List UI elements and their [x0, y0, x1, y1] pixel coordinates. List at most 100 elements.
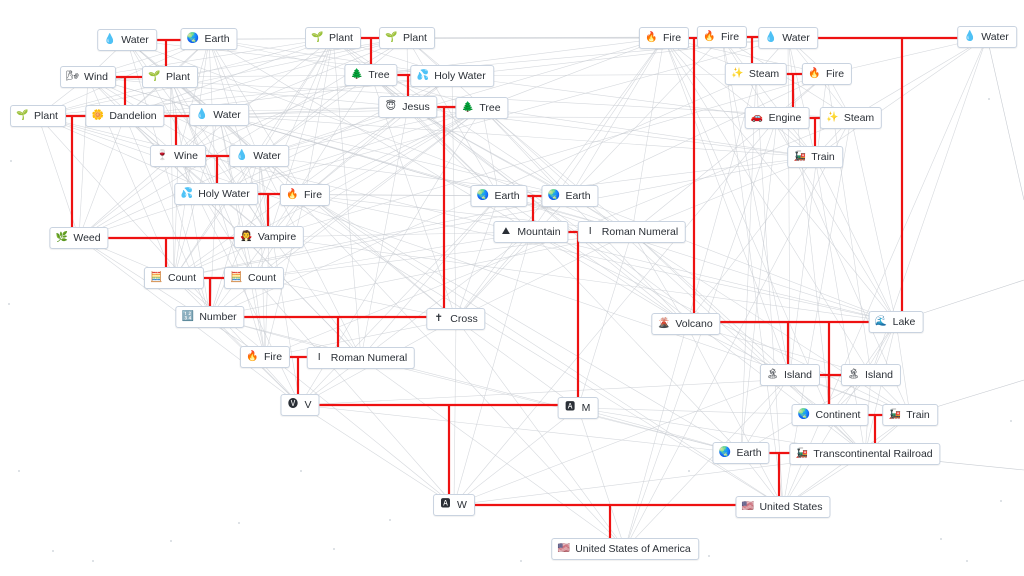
us-flag-icon: 🇺🇸: [557, 543, 570, 554]
letter-a-block-icon: 🅰: [440, 499, 451, 510]
element-node-v[interactable]: 🅥V: [280, 394, 320, 416]
connection-line: [455, 231, 633, 320]
element-label: Plant: [329, 32, 353, 44]
element-node-island1[interactable]: 🏝Island: [759, 364, 821, 386]
element-label: Volcano: [675, 318, 713, 330]
element-node-earth3[interactable]: 🌏Earth: [541, 185, 599, 207]
element-label: Fire: [720, 31, 740, 43]
element-node-count2[interactable]: 🧮 Count: [223, 267, 285, 289]
element-label: Weed: [73, 232, 101, 244]
connection-line: [895, 321, 911, 416]
background-dot: [688, 470, 690, 472]
element-node-wine[interactable]: 🍷Wine: [150, 145, 206, 167]
element-label: Number: [199, 311, 237, 323]
connection-line: [631, 231, 687, 325]
element-node-plant2[interactable]: 🌱Plant: [379, 27, 435, 49]
element-node-count1[interactable]: 🧮Count: [143, 267, 205, 289]
element-node-weed[interactable]: 🌿Weed: [49, 227, 109, 249]
element-node-train2[interactable]: 🚂Train: [882, 404, 938, 426]
element-node-water4[interactable]: 💧Water: [758, 27, 818, 49]
connection-line: [258, 74, 372, 157]
connection-line: [569, 37, 665, 197]
element-node-m[interactable]: 🅰M: [557, 397, 599, 419]
connection-line: [218, 37, 408, 116]
earth-globe-icon: 🌏: [718, 447, 732, 458]
element-node-dandelion[interactable]: 🌼Dandelion: [85, 105, 165, 127]
element-node-earth2[interactable]: 🌏Earth: [470, 185, 528, 207]
element-node-jesus[interactable]: 😇Jesus: [378, 96, 438, 118]
element-node-number[interactable]: 🔢Number: [175, 306, 245, 328]
background-dot: [940, 538, 942, 540]
connection-line: [721, 36, 816, 158]
element-label: Transcontinental Railroad: [813, 448, 933, 460]
element-node-mountain[interactable]: ⛰Mountain: [493, 221, 569, 243]
flower-icon: 🌼: [91, 110, 105, 121]
element-node-water3[interactable]: 💧Water: [229, 145, 289, 167]
element-node-plant3[interactable]: 🌱Plant: [142, 66, 198, 88]
element-node-steam1[interactable]: ✨Steam: [724, 63, 788, 85]
seedling-icon: 🌱: [16, 110, 29, 121]
element-node-earth1[interactable]: 🌏Earth: [180, 28, 238, 50]
connection-line: [258, 155, 362, 359]
element-node-fire1[interactable]: 🔥Fire: [279, 184, 331, 206]
element-node-water2[interactable]: 💧Water: [189, 104, 249, 126]
connection-line: [755, 73, 784, 508]
element-node-plant4[interactable]: 🌱Plant: [10, 105, 66, 127]
element-node-tree2[interactable]: 🌲Tree: [455, 97, 509, 119]
element-node-island2[interactable]: 🏝Island: [840, 364, 902, 386]
element-node-water1[interactable]: 💧Water: [97, 29, 157, 51]
connection-line: [264, 318, 457, 358]
element-node-continent[interactable]: 🌏Continent: [791, 404, 869, 426]
element-node-fire5[interactable]: 🔥Fire: [801, 63, 853, 85]
element-label: V: [304, 399, 312, 411]
element-node-earth4[interactable]: 🌏Earth: [712, 442, 770, 464]
background-dot: [708, 555, 710, 557]
element-node-water5[interactable]: 💧Water: [957, 26, 1017, 48]
connection-line: [37, 37, 408, 117]
element-node-train1[interactable]: 🚂Train: [787, 146, 843, 168]
element-node-steam2[interactable]: ✨Steam: [819, 107, 883, 129]
connection-line: [631, 231, 791, 376]
connection-line: [787, 37, 816, 158]
element-node-vampire[interactable]: 🧛Vampire: [233, 226, 305, 248]
element-node-fire2[interactable]: 🔥Fire: [239, 346, 291, 368]
element-label: Count: [247, 272, 277, 284]
element-node-tree1[interactable]: 🌲Tree: [344, 64, 398, 86]
element-node-tcrr[interactable]: 🚂Transcontinental Railroad: [789, 443, 941, 465]
element-label: Water: [213, 109, 241, 121]
element-node-holywater2[interactable]: 💦Holy Water: [174, 183, 258, 205]
element-node-w[interactable]: 🅰W: [433, 494, 475, 516]
background-dot: [238, 522, 240, 524]
abacus-icon: 🧮: [230, 272, 243, 283]
element-node-plant1[interactable]: 🌱Plant: [305, 27, 361, 49]
connection-line: [268, 236, 897, 323]
element-node-us[interactable]: 🇺🇸United States: [735, 496, 831, 518]
connection-line: [253, 231, 532, 279]
connection-line: [451, 75, 457, 320]
element-node-fire4[interactable]: 🔥Fire: [696, 26, 748, 48]
tree-icon: 🌲: [461, 102, 475, 113]
connection-line: [370, 74, 831, 416]
element-node-usa[interactable]: 🇺🇸United States of America: [551, 538, 699, 560]
connection-line: [126, 39, 260, 157]
connection-line: [569, 195, 897, 323]
background-dot: [988, 98, 990, 100]
water-splash-icon: 💦: [180, 188, 193, 199]
element-node-holywater1[interactable]: 💦Holy Water: [410, 65, 494, 87]
element-node-volcano[interactable]: 🌋Volcano: [651, 313, 721, 335]
element-label: Count: [167, 272, 197, 284]
connection-line: [78, 115, 126, 239]
connection-line: [169, 74, 372, 78]
element-node-wind[interactable]: 🌬Wind: [60, 66, 116, 88]
element-node-cross[interactable]: ✝Cross: [426, 308, 486, 330]
connection-line: [299, 195, 500, 406]
element-node-fire3[interactable]: 🔥Fire: [638, 27, 690, 49]
element-node-lake[interactable]: 🌊Lake: [868, 311, 924, 333]
element-node-engine[interactable]: 🚗Engine: [744, 107, 810, 129]
background-dot: [8, 303, 10, 305]
connection-line: [304, 107, 483, 196]
connection-line: [631, 156, 816, 233]
